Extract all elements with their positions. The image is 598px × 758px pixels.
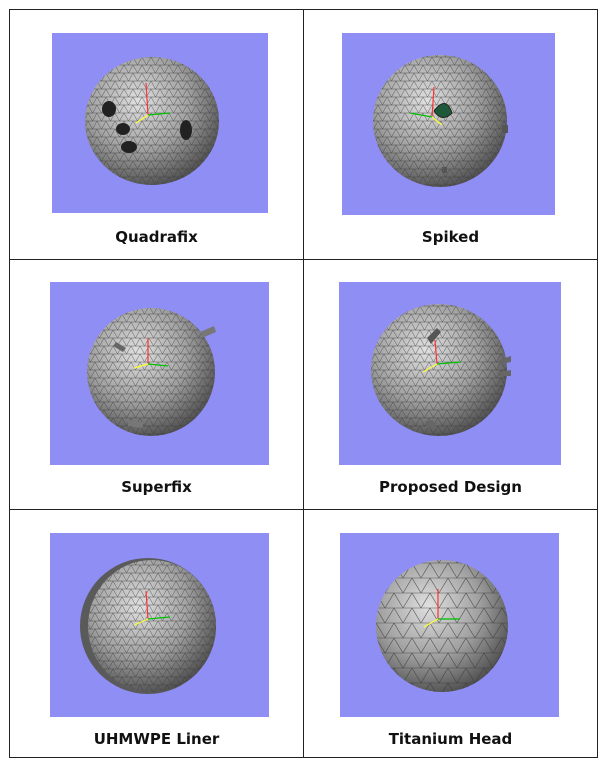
caption: UHMWPE Liner <box>93 730 220 748</box>
mesh-sphere-icon <box>371 304 511 436</box>
model-viewport <box>342 33 555 215</box>
model-viewport <box>50 533 269 717</box>
caption: Proposed Design <box>379 478 522 496</box>
axis-triad-icon <box>133 590 171 626</box>
model-viewport <box>340 533 559 717</box>
caption: Superfix <box>121 478 192 496</box>
cell-proposed-design: Proposed Design <box>303 259 598 510</box>
axis-triad-icon <box>133 338 169 369</box>
axis-triad-icon <box>409 86 443 126</box>
axis-triad-icon <box>135 82 171 124</box>
axis-triad-icon <box>422 339 462 373</box>
model-viewport <box>339 282 561 465</box>
mesh-sphere-icon <box>376 560 508 692</box>
caption: Spiked <box>421 228 480 246</box>
caption: Titanium Head <box>388 730 513 748</box>
implant-comparison-table: Quadrafix <box>9 9 598 758</box>
mesh-sphere-icon <box>87 308 216 436</box>
caption: Quadrafix <box>115 228 198 246</box>
cell-uhmwpe-liner: UHMWPE Liner <box>9 509 304 758</box>
model-viewport <box>50 282 269 465</box>
cell-titanium-head: Titanium Head <box>303 509 598 758</box>
cell-superfix: Superfix <box>9 259 304 510</box>
mesh-sphere-icon <box>373 55 508 187</box>
cell-quadrafix: Quadrafix <box>9 9 304 260</box>
mesh-sphere-icon <box>80 558 216 694</box>
cell-spiked: Spiked <box>303 9 598 260</box>
model-viewport <box>52 33 268 213</box>
mesh-sphere-icon <box>85 57 219 185</box>
axis-triad-icon <box>423 589 460 628</box>
